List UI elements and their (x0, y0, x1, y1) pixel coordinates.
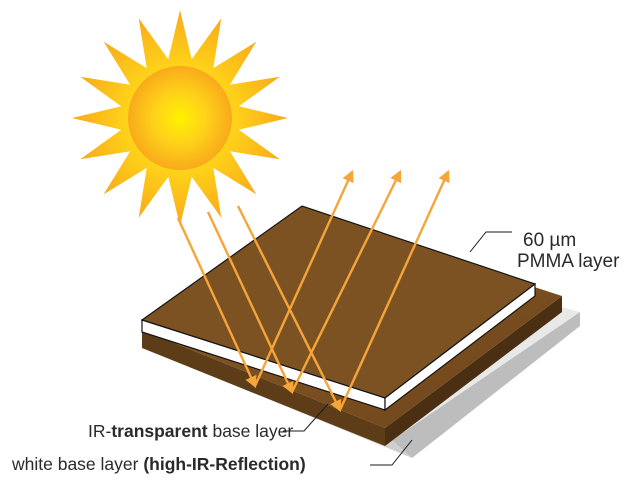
reflected-ray-3 (338, 169, 450, 411)
incoming-ray-3 (236, 205, 342, 413)
pmma-leader (469, 231, 512, 253)
reflected-ray-1 (253, 169, 354, 387)
pmma-layer-label: PMMA layer (517, 251, 620, 272)
incoming-ray-1 (176, 217, 257, 389)
ir-label-prefix: IR- (88, 421, 112, 441)
reflected-ray-2 (290, 169, 402, 393)
ir-label-suffix: base layer (208, 421, 294, 441)
sun-icon (72, 10, 288, 226)
ir-label-bold: transparent (111, 421, 207, 441)
white-leader (370, 439, 413, 466)
white-label-prefix: white base layer (11, 454, 143, 474)
sun-core (128, 66, 232, 170)
pmma-layer (140, 205, 537, 412)
light-rays (176, 169, 450, 413)
leader-lines (283, 231, 512, 466)
incoming-ray-2 (206, 211, 294, 395)
white-base-label: white base layer (high-IR-Reflection) (11, 454, 306, 474)
pmma-thickness-label: 60 µm (523, 230, 576, 251)
white-label-bold: (high-IR-Reflection) (143, 454, 305, 474)
ir-leader (283, 403, 329, 432)
ir-transparent-label: IR-transparent base layer (88, 421, 293, 441)
